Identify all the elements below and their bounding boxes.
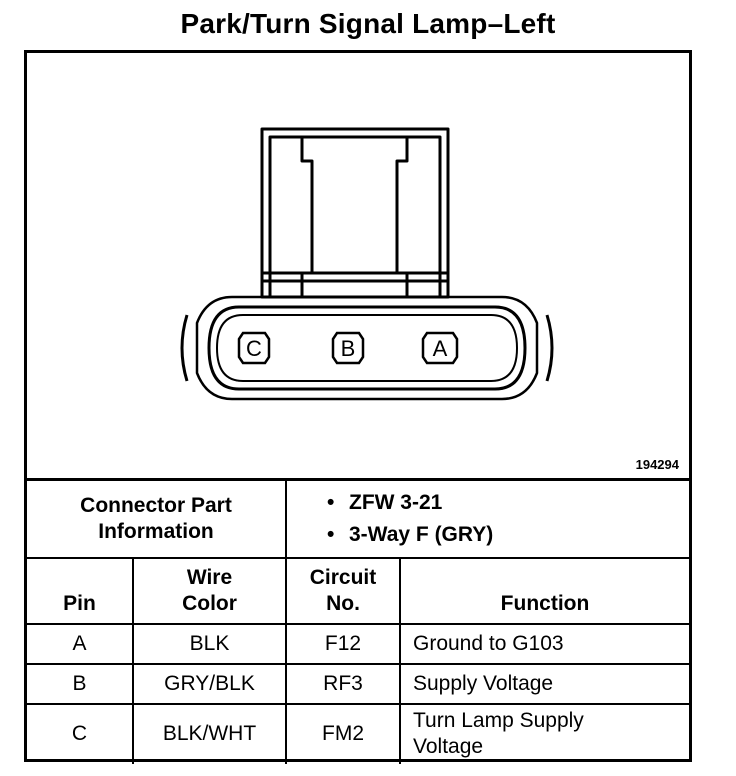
cell-wire-color: GRY/BLK xyxy=(132,662,287,705)
cell-circuit: FM2 xyxy=(285,702,401,764)
page-title: Park/Turn Signal Lamp–Left xyxy=(180,8,556,39)
cell-circuit: RF3 xyxy=(285,662,401,705)
right-rib xyxy=(545,314,554,382)
connector-housing xyxy=(180,127,554,401)
table-row: A BLK F12 Ground to G103 xyxy=(27,622,690,665)
list-item: •3-Way F (GRY) xyxy=(327,522,494,546)
table-row: C BLK/WHT FM2 Turn Lamp Supply Voltage xyxy=(27,702,690,764)
pin-label-b: B xyxy=(341,336,356,361)
body-outline xyxy=(195,295,539,401)
table-row: B GRY/BLK RF3 Supply Voltage xyxy=(27,662,690,705)
locking-tab-inner xyxy=(268,135,442,297)
body-face-inner xyxy=(216,314,518,382)
cell-pin: C xyxy=(27,702,134,764)
pin-cavity-b xyxy=(331,331,365,365)
cell-pin: B xyxy=(27,662,134,705)
cell-wire-color: BLK/WHT xyxy=(132,702,287,764)
cell-function: Supply Voltage xyxy=(398,662,690,705)
connector-frame: C B A 194294 Connector Part Information … xyxy=(24,50,692,764)
connector-info-row: Connector Part Information •ZFW 3-21 •3-… xyxy=(27,478,690,559)
left-rib xyxy=(180,314,189,382)
header-wire-color: Wire Color xyxy=(132,556,287,625)
cell-wire-color: BLK xyxy=(132,622,287,665)
pin-label-c: C xyxy=(246,336,262,361)
cell-function: Ground to G103 xyxy=(398,622,690,665)
header-pin: Pin xyxy=(27,556,134,625)
pin-label-a: A xyxy=(433,336,448,361)
connector-info-label: Connector Part Information xyxy=(27,478,287,559)
body-face-outer xyxy=(207,305,527,391)
locking-tab-latch xyxy=(300,137,409,275)
pin-cavity-c xyxy=(237,331,271,365)
figure-number: 194294 xyxy=(635,457,679,472)
cell-circuit: F12 xyxy=(285,622,401,665)
connector-diagram: C B A xyxy=(180,127,554,401)
header-circuit-no: Circuit No. xyxy=(285,556,401,625)
connector-drawing: C B A 194294 xyxy=(27,53,689,477)
connector-info-list: •ZFW 3-21 •3-Way F (GRY) xyxy=(284,478,690,559)
list-item: •ZFW 3-21 xyxy=(327,490,443,514)
header-function: Function xyxy=(398,556,690,625)
pin-cavities xyxy=(237,331,459,365)
table-header-row: Pin Wire Color Circuit No. Function xyxy=(27,556,690,625)
cell-pin: A xyxy=(27,622,134,665)
pin-cavity-a xyxy=(421,331,459,365)
cell-function: Turn Lamp Supply Voltage xyxy=(398,702,690,764)
connector-table: Connector Part Information •ZFW 3-21 •3-… xyxy=(27,478,690,764)
